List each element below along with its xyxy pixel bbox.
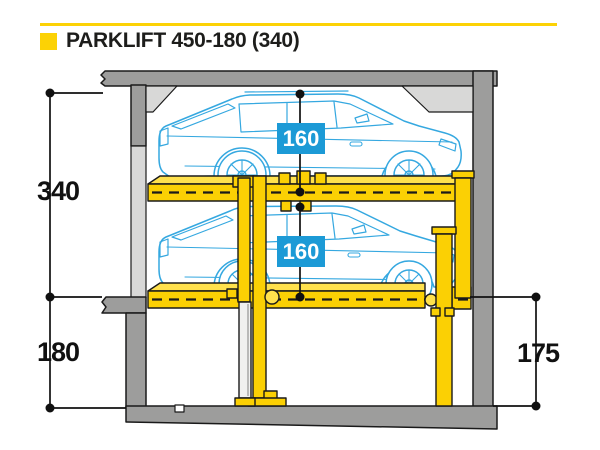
dimension-label-pit-depth: 180 bbox=[36, 337, 80, 367]
lower-right-post bbox=[435, 233, 453, 407]
lower-right-tab bbox=[444, 307, 455, 317]
upper-car-taillight bbox=[159, 127, 169, 147]
cylinder-base bbox=[234, 397, 256, 407]
page-title: PARKLIFT 450-180 (340) bbox=[66, 29, 300, 52]
center-wide-post bbox=[252, 175, 267, 399]
upper-slide-tab bbox=[296, 170, 311, 185]
upper-car-mirror bbox=[354, 113, 370, 124]
accent-rule bbox=[40, 23, 557, 26]
dimension-label-overall-height: 340 bbox=[36, 176, 80, 206]
dimension-badge-lower-clearance: 160 bbox=[277, 236, 325, 267]
upper-car-headlight bbox=[438, 138, 457, 152]
floor-notch bbox=[174, 404, 185, 413]
title-bullet-icon bbox=[40, 33, 57, 50]
upper-slide-tab bbox=[280, 200, 292, 212]
right-corbel bbox=[401, 85, 474, 113]
ground-ledge bbox=[101, 296, 147, 314]
lower-platform bbox=[147, 282, 472, 310]
ceiling-slab bbox=[100, 70, 498, 87]
lower-car-mirror bbox=[351, 224, 367, 235]
right-wall bbox=[472, 70, 494, 409]
lower-car-rear-window bbox=[171, 215, 234, 241]
upper-slide-tab bbox=[278, 172, 291, 185]
left-wall-upper bbox=[130, 84, 147, 147]
cable-pulley bbox=[264, 289, 280, 305]
lower-right-tab bbox=[430, 307, 441, 317]
hydraulic-cylinder bbox=[234, 301, 256, 407]
lower-car-door-handle bbox=[347, 252, 361, 258]
lower-platform-top-face bbox=[147, 282, 426, 292]
upper-right-post bbox=[454, 177, 472, 299]
left-wall-lower bbox=[130, 145, 147, 299]
dimension-label-platform-to-pit-floor: 175 bbox=[516, 338, 560, 368]
lower-car-taillight bbox=[159, 238, 169, 258]
lift-system bbox=[147, 170, 475, 407]
upper-car-rear-window bbox=[171, 103, 236, 130]
lower-right-post-cap bbox=[431, 226, 457, 235]
center-narrow-post bbox=[237, 177, 251, 303]
upper-slide-tab bbox=[314, 172, 327, 185]
center-bracket-block bbox=[226, 288, 238, 299]
platform-roller bbox=[424, 293, 438, 307]
pit-wall-left bbox=[125, 312, 147, 409]
dimension-lines bbox=[45, 88, 541, 413]
cylinder-body bbox=[238, 301, 252, 399]
building-structure bbox=[100, 70, 498, 430]
dimension-badge-upper-clearance: 160 bbox=[277, 123, 325, 154]
upper-car-door-handle bbox=[349, 141, 363, 147]
pit-floor bbox=[125, 405, 498, 430]
left-corbel bbox=[145, 85, 178, 113]
upper-right-post-cap bbox=[451, 170, 475, 179]
